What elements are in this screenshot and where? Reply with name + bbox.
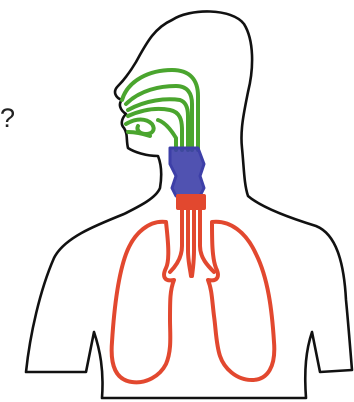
- trachea-and-lungs: [112, 196, 275, 382]
- upper-airway: [122, 70, 198, 150]
- larynx: [170, 148, 204, 196]
